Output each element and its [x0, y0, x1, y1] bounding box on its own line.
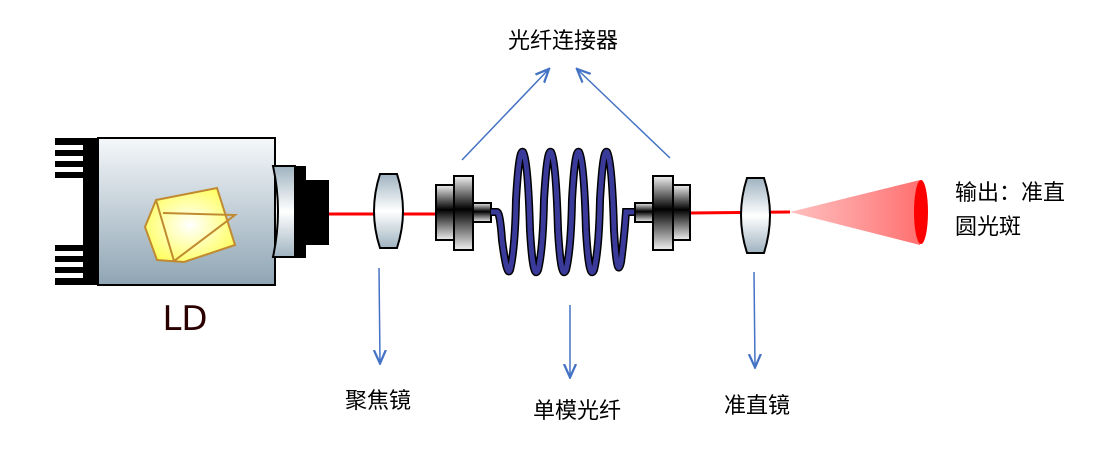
fiber-connector-right — [634, 175, 691, 251]
connector-label: 光纤连接器 — [508, 29, 618, 54]
annotation-arrows — [379, 70, 755, 376]
ld-window — [271, 165, 296, 258]
crystal — [143, 186, 238, 264]
collimator-label: 准直镜 — [724, 394, 790, 419]
output-beam-cone — [790, 180, 920, 245]
output-label-line1: 输出：准直 — [955, 181, 1065, 206]
fiber-connector-left — [435, 175, 492, 251]
output-label-line2: 圆光斑 — [955, 215, 1021, 240]
heat-sink-fins — [55, 138, 99, 285]
collimator-lens — [740, 177, 771, 254]
ld-label: LD — [162, 299, 207, 339]
fiber-label: 单模光纤 — [533, 399, 621, 424]
focusing-lens — [373, 173, 404, 249]
output-spot — [914, 180, 928, 244]
focusing-lens-label: 聚焦镜 — [345, 389, 411, 414]
laser-diode — [55, 137, 329, 286]
